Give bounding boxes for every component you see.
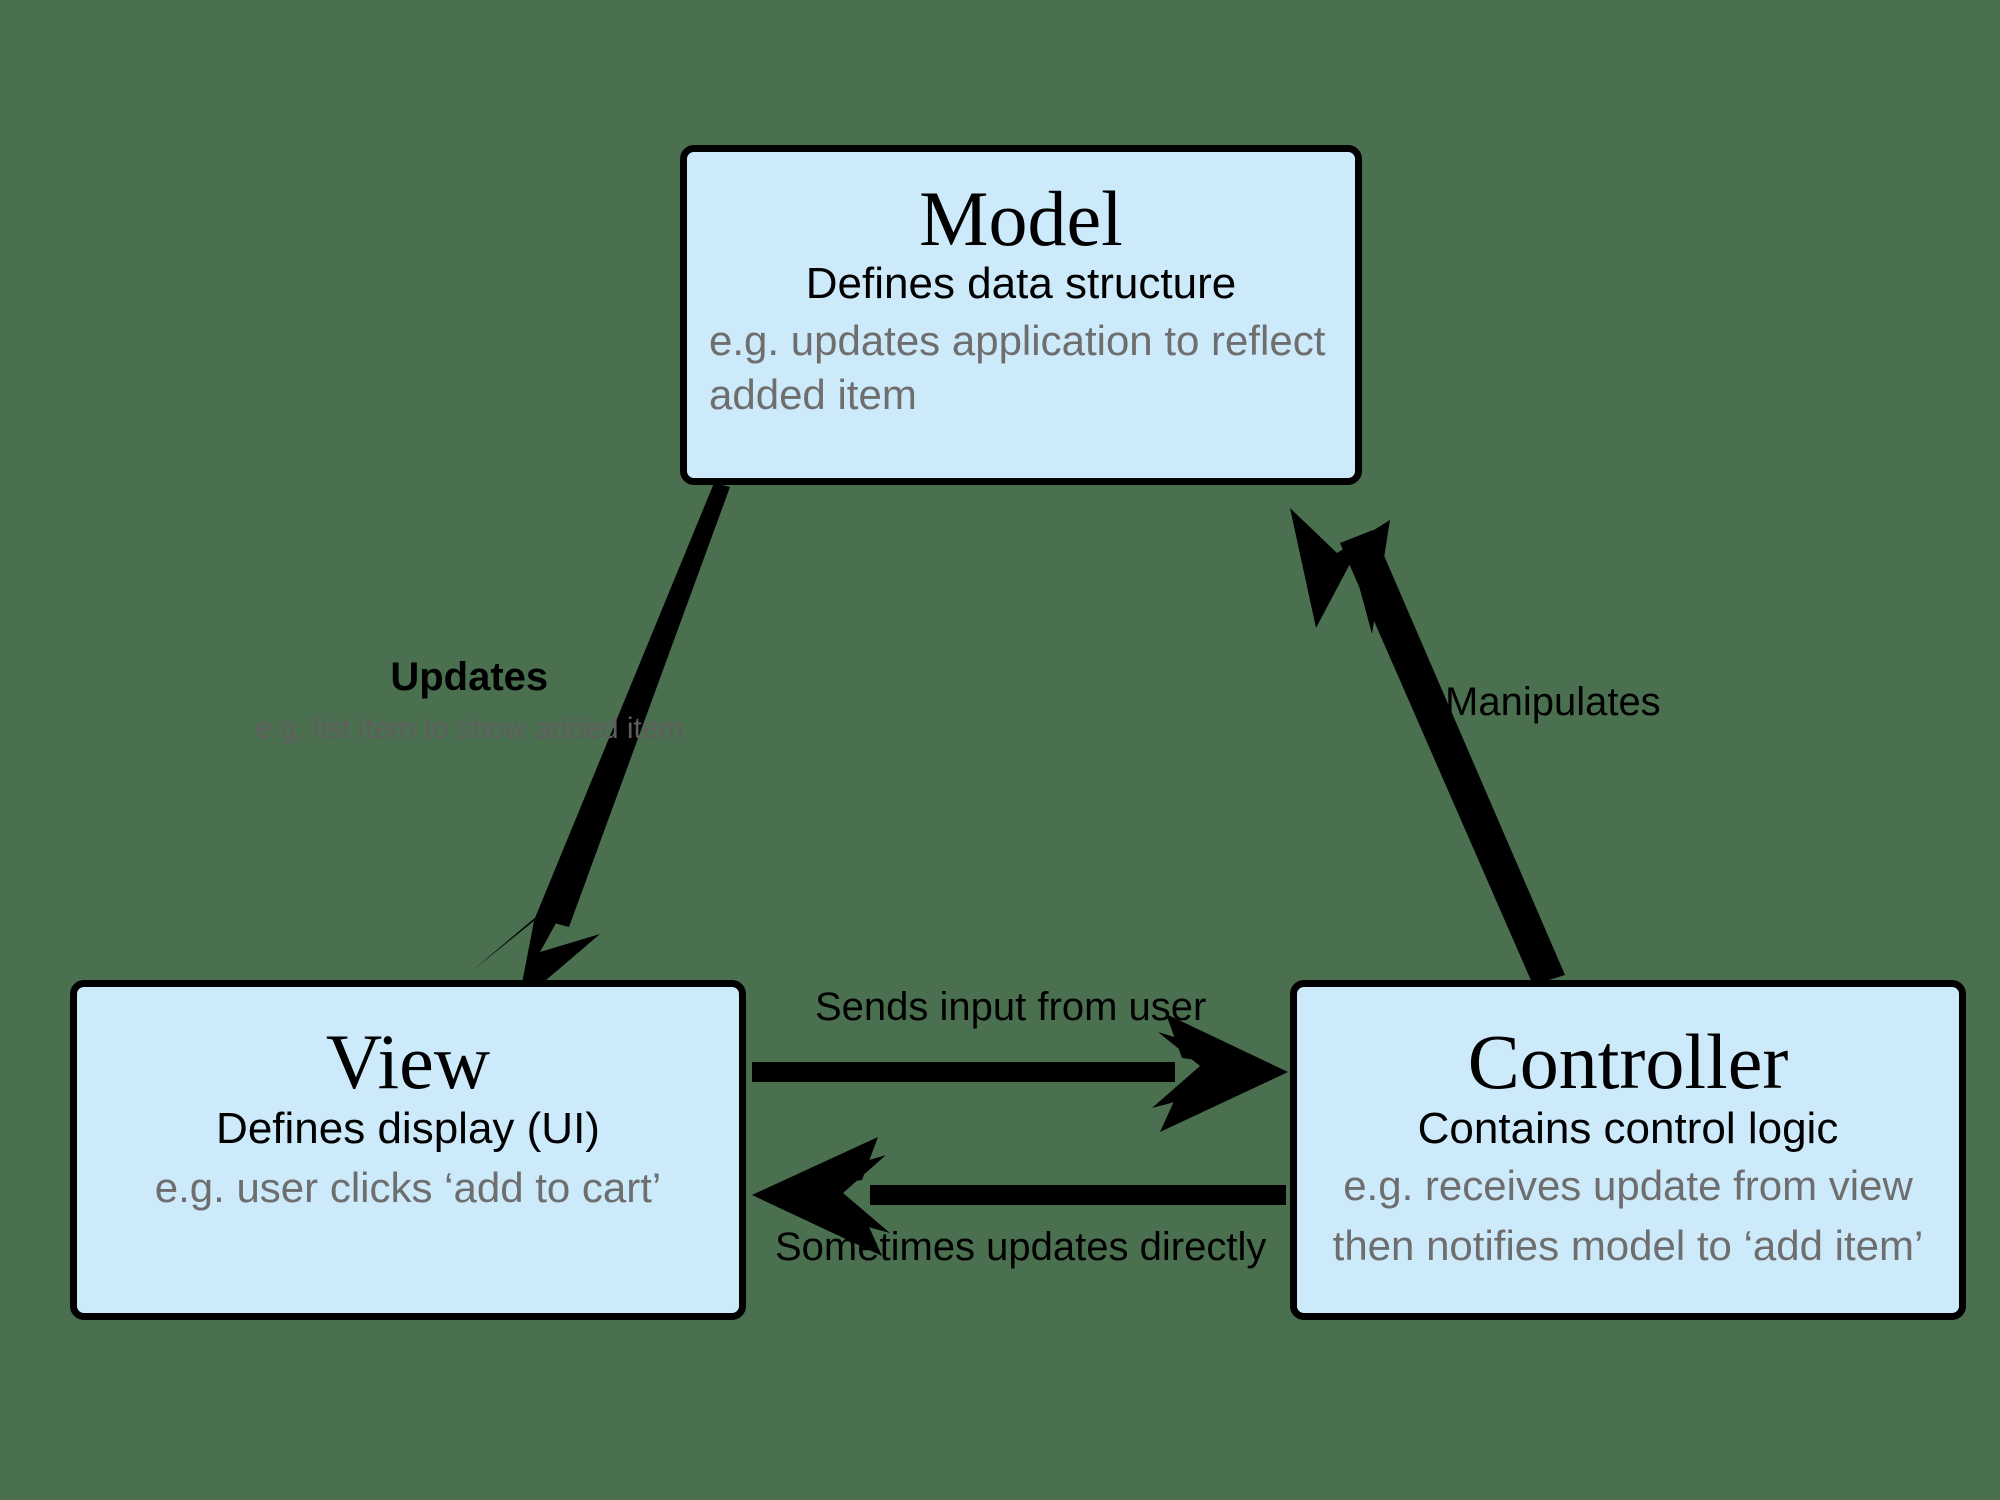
node-view[interactable]: View Defines display (UI) e.g. user clic… — [70, 980, 746, 1320]
edge-label-sometimes-updates-title: Sometimes updates directly — [775, 1225, 1267, 1269]
node-controller-subtitle: Contains control logic — [1417, 1104, 1839, 1153]
edge-label-updates-example: e.g. list item to show added item — [255, 712, 684, 745]
node-controller-example-line2: then notifies model to ‘add item’ — [1332, 1222, 1924, 1270]
node-controller-title: Controller — [1467, 1018, 1789, 1105]
edge-label-updates-title: Updates — [390, 655, 549, 699]
node-view-subtitle: Defines display (UI) — [216, 1104, 600, 1153]
node-model[interactable]: Model Defines data structure e.g. update… — [680, 145, 1362, 485]
node-model-subtitle: Defines data structure — [805, 259, 1237, 308]
edge-label-updates: Updates e.g. list item to show added ite… — [255, 655, 684, 746]
node-model-example: e.g. updates application to reflect adde… — [709, 316, 1326, 419]
edge-label-sends-input: Sends input from user — [815, 985, 1206, 1030]
node-controller[interactable]: Controller Contains control logic e.g. r… — [1290, 980, 1966, 1320]
node-model-title: Model — [919, 175, 1123, 262]
node-controller-example-line1: e.g. receives update from view — [1343, 1161, 1913, 1209]
node-view-title: View — [325, 1018, 491, 1105]
edge-label-sometimes-updates: Sometimes updates directly — [775, 1225, 1266, 1270]
arrow-controller-to-model — [1290, 508, 1565, 985]
arrow-view-to-controller — [752, 1014, 1288, 1132]
edge-label-sends-input-title: Sends input from user — [815, 985, 1207, 1029]
edge-label-manipulates-title: Manipulates — [1445, 680, 1661, 724]
edge-label-manipulates: Manipulates — [1445, 680, 1661, 725]
node-view-example: e.g. user clicks ‘add to cart’ — [154, 1163, 662, 1211]
